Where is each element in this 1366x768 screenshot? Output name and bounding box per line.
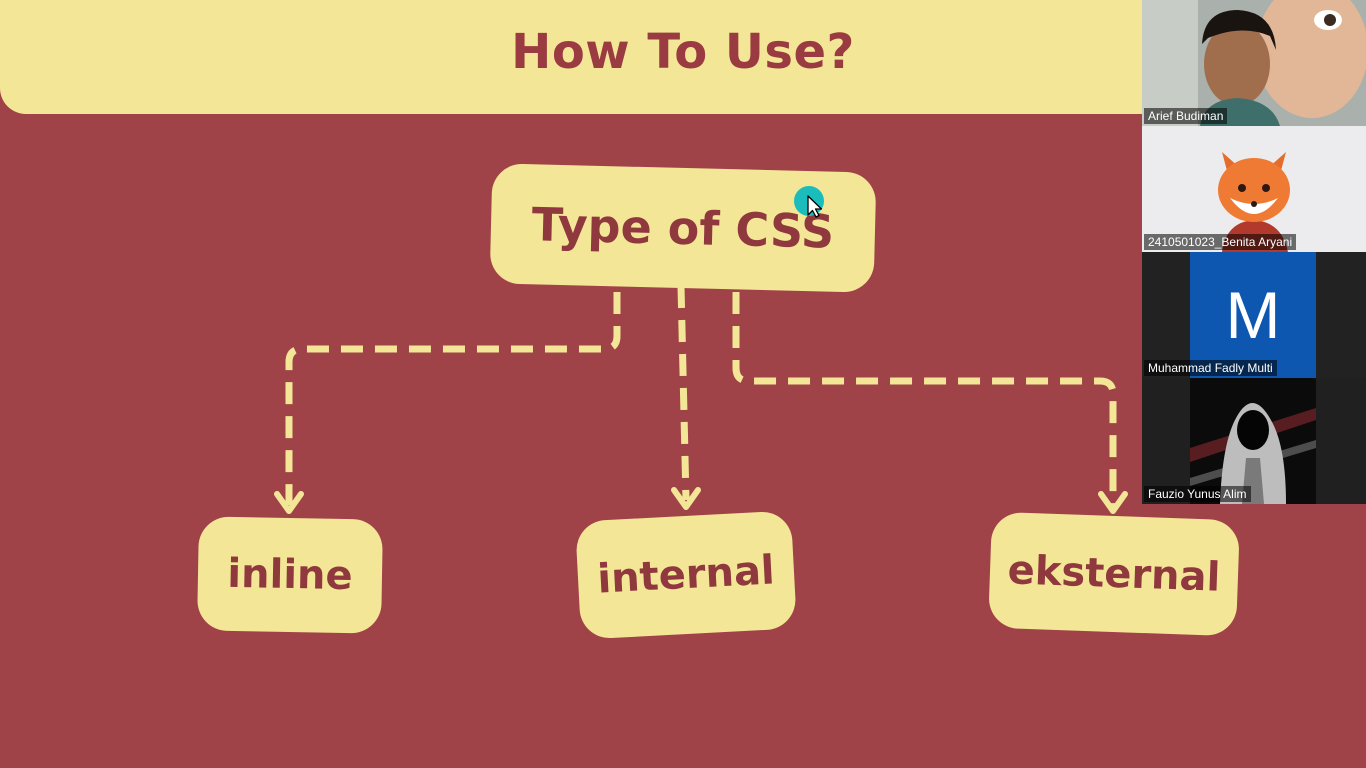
mouse-cursor-icon [794,186,824,218]
eksternal-box: eksternal [988,511,1240,637]
title-bar: How To Use? [0,0,1366,114]
arrowhead-internal [671,487,701,510]
arrowhead-eksternal [1098,491,1128,514]
arrow-to-inline [285,292,621,505]
participant-name: Fauzio Yunus Alim [1144,486,1251,502]
arrowhead-inline [274,491,304,514]
inline-box: inline [197,516,383,634]
arrow-to-eksternal [732,292,1117,508]
avatar: M [1190,252,1316,378]
internal-box: internal [575,510,797,640]
fox-avatar-icon [1142,126,1366,252]
type-of-css-box: Type of CSS [489,163,877,293]
arrow-to-internal [677,285,690,501]
participant-tile[interactable]: 2410501023_Benita Aryani [1142,126,1366,252]
slide-title: How To Use? [511,24,855,80]
participant-name: 2410501023_Benita Aryani [1144,234,1297,250]
hooded-figure-icon [1190,378,1316,504]
participant-name: Arief Budiman [1144,108,1228,124]
participant-tile[interactable]: Arief Budiman [1142,0,1366,126]
connector-arrows [274,285,1128,514]
participant-video-icon [1142,0,1366,126]
participant-video-panel: Arief Budiman 2410501023_Benita Aryani M… [1142,0,1366,504]
participant-name: Muhammad Fadly Multi [1144,360,1277,376]
participant-tile[interactable]: M Muhammad Fadly Multi [1142,252,1366,378]
participant-tile[interactable]: Fauzio Yunus Alim [1142,378,1366,504]
